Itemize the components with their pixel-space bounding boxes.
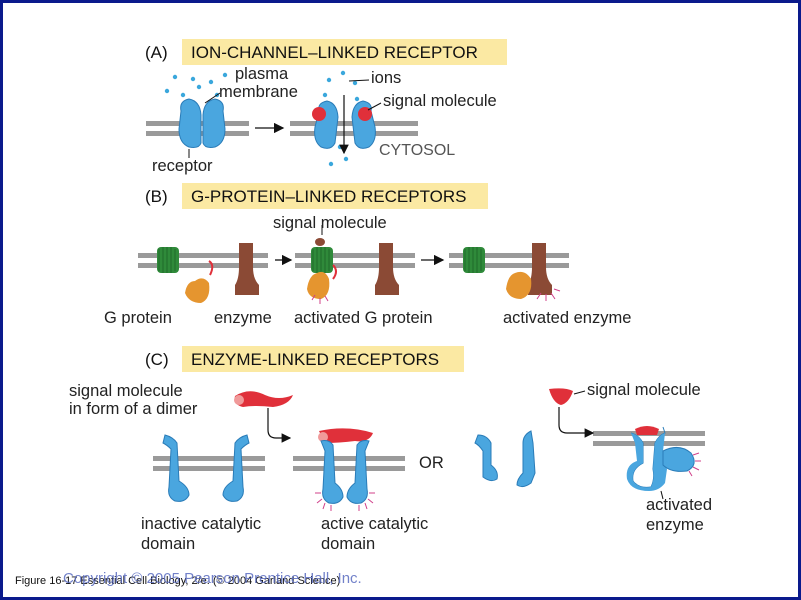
panel-c-title-highlight <box>182 346 464 372</box>
g-protein-linked-receptor-2 <box>311 238 333 273</box>
label-signal-molecule-b: signal molecule <box>273 214 387 232</box>
activation-rays <box>311 288 561 304</box>
label-activated-enzyme: activated enzyme <box>503 309 631 327</box>
label-membrane: membrane <box>219 83 298 101</box>
signal-molecule-dot <box>312 107 326 121</box>
panel-b-letter: (B) <box>145 187 168 206</box>
label-activated: activated <box>646 496 712 514</box>
label-inactive-catalytic: inactive catalytic <box>141 515 261 533</box>
g-protein-linked-receptor-3 <box>463 247 485 273</box>
panel-b-membrane-3 <box>449 253 569 268</box>
panel-a-title: ION-CHANNEL–LINKED RECEPTOR <box>191 43 478 62</box>
label-plasma: plasma <box>235 65 289 83</box>
inactive-receptor-single <box>474 430 536 488</box>
slide: (A) ION-CHANNEL–LINKED RECEPTOR <box>3 3 798 597</box>
panel-c-letter: (C) <box>145 350 169 369</box>
ion-dots <box>164 70 360 167</box>
label-or: OR <box>419 454 444 472</box>
panel-a-letter: (A) <box>145 43 168 62</box>
enzyme-2 <box>375 243 399 295</box>
label-signal-molecule-a: signal molecule <box>383 92 497 110</box>
label-in-form-of-dimer: in form of a dimer <box>69 400 198 418</box>
open-ion-channel <box>312 95 376 155</box>
figure-caption: Figure 16-17 Essential Cell Biology, 2/e… <box>15 575 341 587</box>
panel-b-membrane-2 <box>295 253 415 268</box>
label-activated-g-protein: activated G protein <box>294 309 433 327</box>
panel-b-title-highlight <box>182 183 488 209</box>
monomer-signal-molecule <box>549 388 573 405</box>
label-ions: ions <box>371 69 401 87</box>
label-active-catalytic: active catalytic <box>321 515 428 533</box>
label-enzyme-b: enzyme <box>214 309 272 327</box>
panel-a: (A) ION-CHANNEL–LINKED RECEPTOR <box>145 39 507 175</box>
panel-a-title-highlight <box>182 39 507 65</box>
panel-c-membrane-2 <box>293 456 405 471</box>
activated-enzyme-receptor <box>626 426 701 491</box>
label-domain-1: domain <box>141 535 195 553</box>
g-protein-bound <box>506 271 532 299</box>
panel-b-title: G-PROTEIN–LINKED RECEPTORS <box>191 187 467 206</box>
activated-enzyme <box>528 243 552 295</box>
label-receptor: receptor <box>152 157 213 175</box>
label-enzyme-c: enzyme <box>646 516 704 534</box>
panel-c-membrane-1 <box>153 456 265 471</box>
enzyme <box>235 243 259 295</box>
activated-g-protein <box>307 271 330 299</box>
panel-b: (B) G-PROTEIN–LINKED RECEPTORS <box>104 183 631 327</box>
closed-ion-channel <box>178 98 226 148</box>
panel-c: (C) ENZYME-LINKED RECEPTORS <box>69 346 712 553</box>
label-signal-molecule-c1: signal molecule <box>69 382 183 400</box>
label-domain-2: domain <box>321 535 375 553</box>
label-cytosol: CYTOSOL <box>379 142 455 159</box>
active-receptor-pair <box>315 428 375 511</box>
label-g-protein: G protein <box>104 309 172 327</box>
figure-diagram: (A) ION-CHANNEL–LINKED RECEPTOR <box>69 39 712 553</box>
inactive-receptor-pair <box>162 434 250 502</box>
g-protein-linked-receptor-1 <box>157 247 179 273</box>
copyright-notice: Copyright © 2005 Pearson Prentice Hall, … <box>63 570 362 587</box>
panel-c-title: ENZYME-LINKED RECEPTORS <box>191 350 439 369</box>
g-protein <box>185 278 210 303</box>
dimer-signal-molecule <box>234 391 293 407</box>
panel-b-membrane-1 <box>138 253 268 268</box>
signal-molecule-dot <box>358 107 372 121</box>
label-signal-molecule-c2: signal molecule <box>587 381 701 399</box>
